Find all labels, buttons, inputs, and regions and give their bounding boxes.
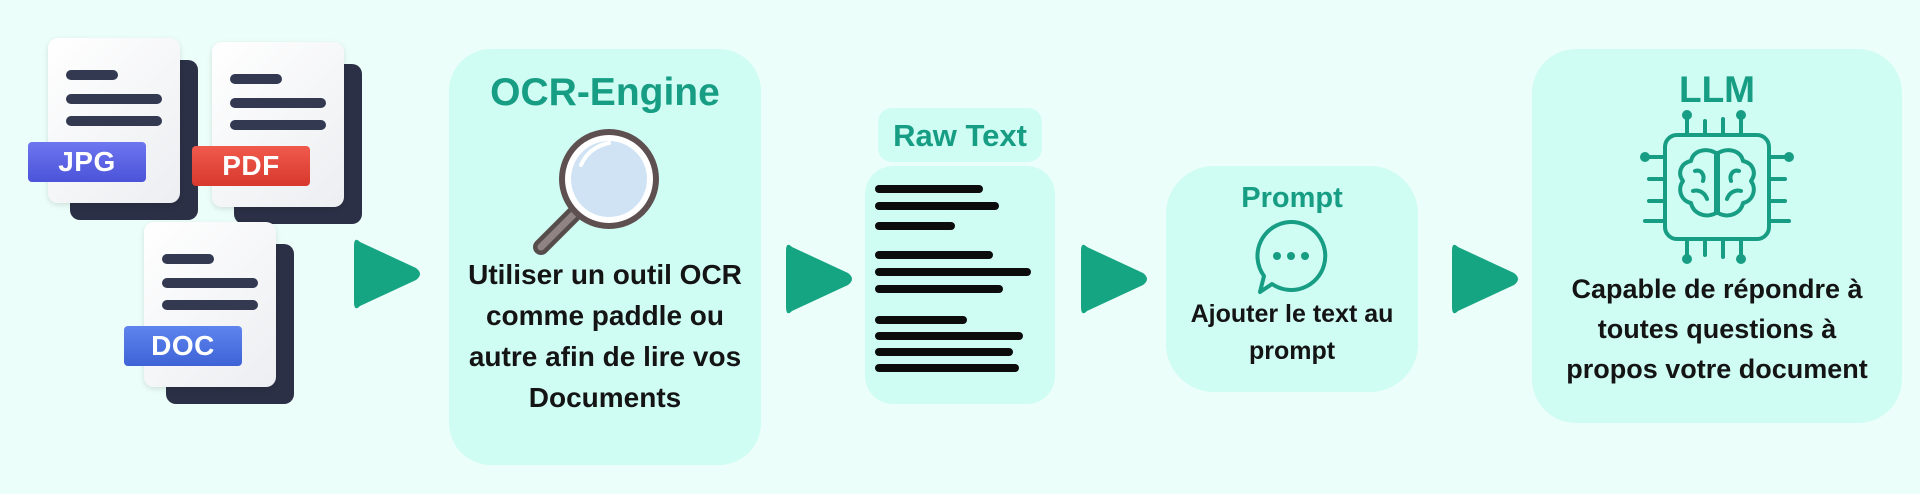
ocr-line: autre afin de lire vos: [468, 341, 742, 372]
doc-file-icon: DOC: [124, 222, 314, 422]
play-arrow-icon: [1081, 244, 1147, 314]
prompt-line: prompt: [1248, 337, 1336, 365]
play-arrow-icon: [1452, 244, 1518, 314]
magnifier-icon: [533, 129, 659, 255]
raw-text-card: [865, 166, 1055, 404]
jpg-label: JPG: [28, 142, 146, 182]
play-arrow-icon: [354, 239, 420, 309]
raw-text-title-box: Raw Text: [878, 108, 1042, 162]
raw-text-title: Raw Text: [893, 118, 1027, 153]
ocr-description: Utiliser un outil OCR comme paddle ou au…: [449, 254, 761, 418]
llm-line: Capable de répondre à: [1571, 274, 1863, 304]
llm-card: LLM: [1532, 49, 1902, 423]
brain-chip-icon: [1640, 110, 1794, 264]
chat-bubble-icon: [1255, 219, 1328, 294]
jpg-file-icon: JPG: [28, 38, 218, 238]
pdf-label: PDF: [192, 146, 310, 186]
play-arrow-icon: [786, 244, 852, 314]
llm-line: propos votre document: [1566, 354, 1868, 384]
pdf-file-icon: PDF: [192, 42, 382, 242]
ocr-engine-card: OCR-Engine Utiliser un outil OCR comme p…: [449, 49, 761, 465]
llm-description: Capable de répondre à toutes questions à…: [1532, 269, 1902, 389]
prompt-line: Ajouter le text au: [1190, 300, 1394, 328]
ocr-line: Utiliser un outil OCR: [468, 259, 742, 290]
prompt-card: Prompt Ajouter le text au prompt: [1166, 166, 1418, 392]
doc-label: DOC: [124, 326, 242, 366]
ocr-line: Documents: [528, 382, 682, 413]
prompt-title: Prompt: [1241, 182, 1343, 214]
ocr-line: comme paddle ou: [485, 300, 725, 331]
prompt-description: Ajouter le text au prompt: [1166, 296, 1418, 370]
llm-line: toutes questions à: [1597, 314, 1837, 344]
ocr-engine-title: OCR-Engine: [490, 71, 720, 114]
llm-title: LLM: [1678, 69, 1756, 110]
